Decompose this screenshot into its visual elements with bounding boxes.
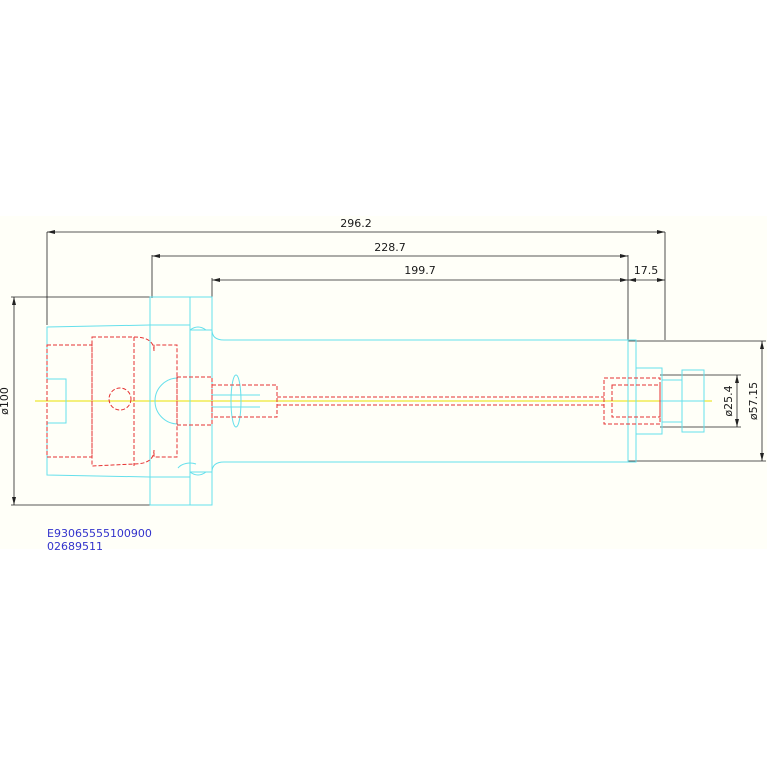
part-number: E93065555100900 [47, 527, 152, 540]
drawing-sheet [0, 216, 767, 549]
dim-tip-length: 17.5 [634, 264, 659, 277]
dimension-lines [11, 230, 766, 506]
dim-overall-length: 296.2 [340, 217, 372, 230]
dim-bar-length: 199.7 [404, 264, 436, 277]
dimension-labels: 296.2 228.7 199.7 17.5 ø100 ø25.4 ø57.15 [0, 217, 760, 420]
dim-pilot-diameter: ø25.4 [722, 385, 735, 416]
serial-number: 02689511 [47, 540, 103, 553]
hidden-lines [46, 336, 661, 467]
dim-flange-diameter: ø100 [0, 387, 11, 415]
dim-shank-length: 228.7 [374, 241, 406, 254]
dim-bar-diameter: ø57.15 [747, 382, 760, 420]
